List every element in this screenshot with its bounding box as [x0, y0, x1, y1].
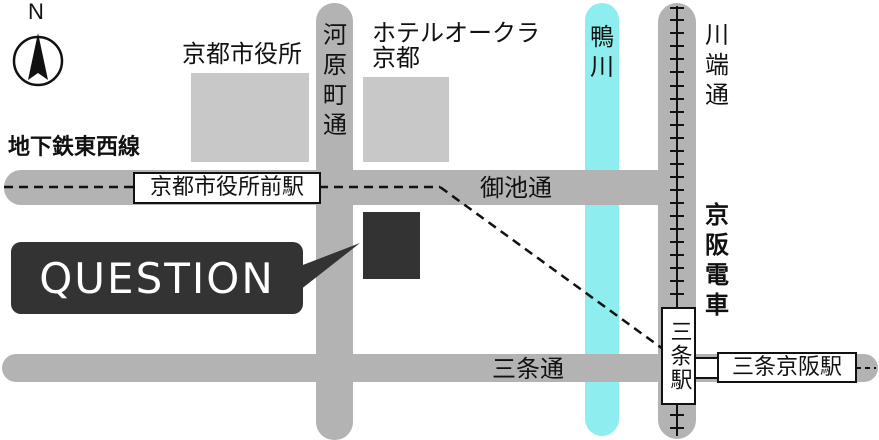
shiyakushomae-station[interactable]: 京都市役所前駅 — [133, 172, 321, 204]
subway-tozai-label: 地下鉄東西線 — [8, 135, 141, 160]
sanjo-station-label: 三条駅 — [666, 320, 692, 392]
hotel-label-line1: ホテルオークラ — [372, 19, 540, 47]
north-arrow-icon — [13, 36, 63, 86]
sanjo-road-bridge — [570, 354, 670, 382]
oike-label: 御池通 — [480, 174, 552, 202]
destination-building — [363, 212, 420, 279]
city-hall-label: 京都市役所 — [182, 40, 302, 68]
keihan-label: 京阪電車 — [705, 201, 729, 319]
oike-road-bridge — [570, 170, 670, 205]
sanjo-keihan-station[interactable]: 三条京阪駅 — [717, 352, 857, 383]
kawabata-label: 川端通 — [705, 21, 729, 109]
sanjo-road-label: 三条通 — [492, 355, 564, 383]
sanjo-station[interactable]: 三条駅 — [661, 307, 696, 405]
destination-callout[interactable]: QUESTION — [11, 242, 303, 314]
kamogawa-label: 鴨川 — [590, 23, 614, 81]
kawaramachi-road — [316, 3, 353, 440]
city-hall-building — [191, 73, 309, 162]
compass-north-label: N — [28, 0, 44, 24]
hotel-okura-building — [363, 77, 449, 162]
hotel-label-line2: 京都 — [372, 44, 420, 72]
kawaramachi-label: 河原町通 — [323, 21, 347, 139]
